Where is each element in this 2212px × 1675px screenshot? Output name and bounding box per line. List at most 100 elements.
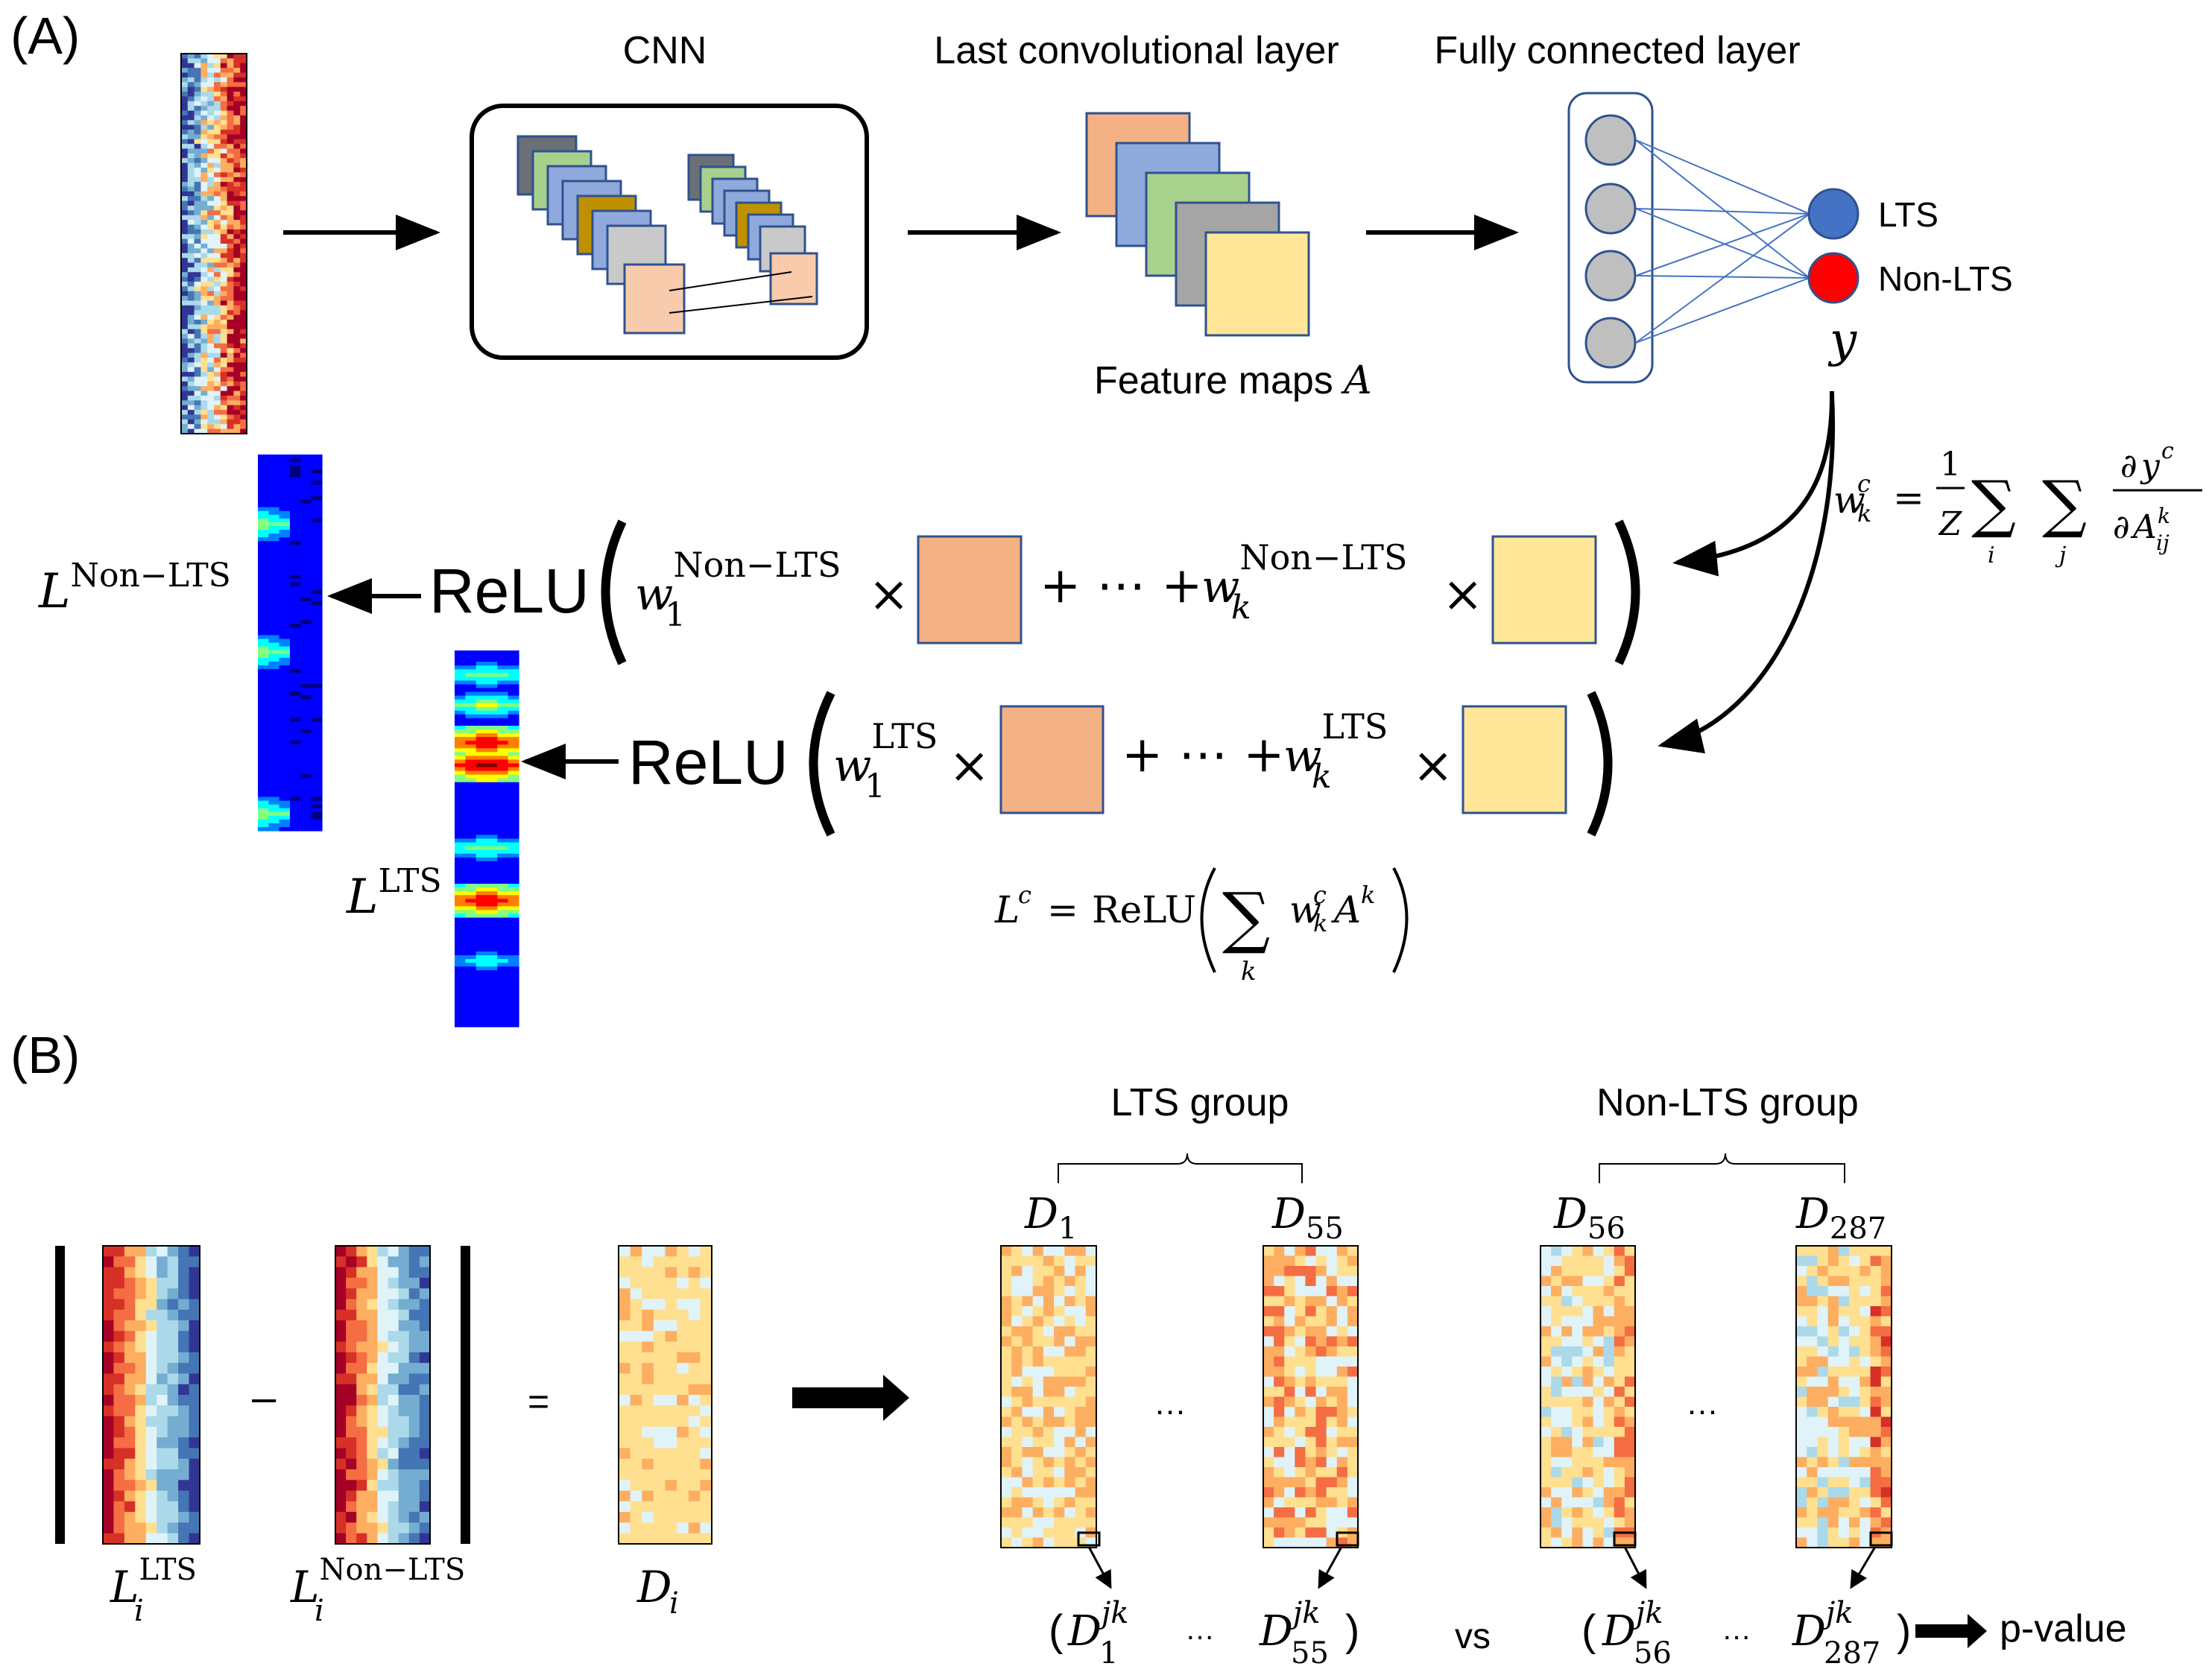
abs-bar-left bbox=[55, 1246, 65, 1544]
svg-text:∑: ∑ bbox=[1971, 467, 2016, 540]
relu-nonlts: ReLU bbox=[429, 556, 590, 626]
open-paren-nonlts-vec: ( bbox=[1581, 1606, 1596, 1655]
big-arrow bbox=[792, 1375, 909, 1421]
heatmap-d1 bbox=[1000, 1245, 1097, 1548]
svg-text:∑: ∑ bbox=[2042, 467, 2087, 540]
label-d1: D1 bbox=[1024, 1190, 1077, 1246]
cnn-layers-stack-1 bbox=[516, 135, 686, 335]
lts-weight-1: wLTS bbox=[833, 716, 938, 792]
lts-map-yellow bbox=[1462, 705, 1567, 814]
svg-text:56: 56 bbox=[1634, 1636, 1672, 1671]
svg-text:c: c bbox=[2161, 438, 2174, 464]
cnn-title: CNN bbox=[623, 29, 707, 72]
nonlts-map-yellow bbox=[1491, 535, 1597, 645]
heatmap-d287 bbox=[1795, 1245, 1892, 1548]
plus-dots-lts: + ⋯ + bbox=[1122, 726, 1285, 783]
abs-bar-right bbox=[461, 1246, 470, 1544]
close-paren-nonlts bbox=[1614, 519, 1640, 665]
label-d56: D56 bbox=[1553, 1190, 1625, 1246]
relu-lts: ReLU bbox=[628, 727, 789, 797]
heatmap-nonlts-i bbox=[335, 1245, 431, 1545]
open-paren-nonlts bbox=[601, 519, 627, 665]
close-paren-nonlts-vec: ) bbox=[1897, 1606, 1911, 1655]
svg-text:A: A bbox=[2130, 508, 2157, 546]
panel-a-label: (A) bbox=[10, 7, 80, 65]
input-heatmap bbox=[181, 54, 247, 434]
svg-text:y: y bbox=[2140, 447, 2161, 485]
times-lts-1: × bbox=[949, 737, 990, 794]
nonlts-map-orange bbox=[917, 535, 1023, 645]
svg-text:k: k bbox=[1313, 909, 1327, 937]
nonlts-node-label: Non-LTS bbox=[1878, 259, 2013, 298]
pvalue-label: p-value bbox=[2000, 1607, 2127, 1650]
svg-text:∂: ∂ bbox=[2120, 447, 2137, 485]
lts-node-label: LTS bbox=[1878, 195, 1938, 234]
ellipsis-nonlts-vec: … bbox=[1722, 1613, 1751, 1646]
svg-text:k: k bbox=[1361, 881, 1375, 909]
svg-text:1: 1 bbox=[1940, 446, 1961, 484]
svg-text:1: 1 bbox=[1099, 1636, 1118, 1671]
pvalue-arrow bbox=[1915, 1614, 1987, 1648]
lts-node bbox=[1807, 188, 1859, 240]
last-conv-title: Last convolutional layer bbox=[934, 29, 1339, 72]
svg-text:A: A bbox=[1331, 888, 1361, 931]
arrow-y-to-nonlts-row bbox=[1672, 390, 1835, 577]
equals-sign: = bbox=[528, 1381, 549, 1422]
svg-text:w: w bbox=[1833, 478, 1865, 522]
svg-text:k: k bbox=[2158, 504, 2170, 528]
ellipsis-lts-vec: … bbox=[1185, 1613, 1215, 1646]
feature-maps-label: Feature maps A bbox=[1094, 358, 1372, 403]
svg-text:k: k bbox=[1231, 589, 1251, 627]
svg-text:c: c bbox=[1313, 881, 1327, 909]
arrow-y-to-lts-row bbox=[1658, 394, 1835, 754]
nonlts-node bbox=[1807, 252, 1859, 304]
weight-formula: w c k = 1 Z ∑ i ∑ j ∂ y c ∂ A k ij bbox=[1833, 438, 2202, 569]
lts-group-brace bbox=[1058, 1153, 1303, 1183]
times-nonlts-k: × bbox=[1442, 566, 1483, 623]
svg-text:∑: ∑ bbox=[1222, 878, 1270, 957]
svg-text:ij: ij bbox=[2156, 531, 2170, 555]
svg-text:Z: Z bbox=[1938, 505, 1963, 543]
d55-jk: Djk bbox=[1259, 1596, 1321, 1656]
svg-text:k: k bbox=[1312, 758, 1332, 796]
fc-box bbox=[1567, 92, 1654, 384]
nonlts-group-label: Non-LTS group bbox=[1596, 1081, 1859, 1124]
heatmap-d56 bbox=[1540, 1245, 1636, 1548]
svg-text:i: i bbox=[669, 1586, 679, 1621]
svg-text:1: 1 bbox=[865, 767, 885, 805]
lts-heatmap bbox=[455, 650, 519, 1028]
svg-text:j: j bbox=[2055, 542, 2066, 569]
label-l-lts-i: LLTS bbox=[110, 1553, 197, 1612]
close-paren-lts bbox=[1587, 691, 1613, 837]
fc-nodes bbox=[1584, 114, 1637, 369]
svg-text:i: i bbox=[1988, 542, 1995, 569]
nonlts-map-label: LNon−LTS bbox=[38, 557, 231, 619]
svg-text:ReLU: ReLU bbox=[1092, 888, 1196, 931]
times-nonlts-1: × bbox=[868, 566, 909, 623]
svg-text:55: 55 bbox=[1291, 1636, 1329, 1671]
ellipsis-nonlts: … bbox=[1686, 1385, 1719, 1422]
label-d-i: D bbox=[636, 1562, 672, 1612]
nonlts-group-brace bbox=[1599, 1153, 1845, 1183]
svg-text:w: w bbox=[1289, 888, 1321, 931]
svg-text:c: c bbox=[1857, 469, 1871, 498]
svg-text:k: k bbox=[1857, 499, 1871, 528]
element-selectors bbox=[1077, 1531, 1893, 1589]
svg-text:i: i bbox=[134, 1594, 144, 1628]
svg-text:L: L bbox=[994, 888, 1020, 931]
close-paren-lts-vec: ) bbox=[1345, 1606, 1359, 1655]
plus-dots-nonlts: + ⋯ + bbox=[1040, 557, 1203, 614]
svg-text:c: c bbox=[1018, 881, 1031, 909]
svg-text:∂: ∂ bbox=[2113, 508, 2130, 546]
panel-b-label: (B) bbox=[10, 1026, 80, 1084]
svg-text:287: 287 bbox=[1824, 1636, 1880, 1671]
lts-weight-k: wLTS bbox=[1283, 706, 1388, 782]
output-y: y bbox=[1827, 313, 1857, 368]
svg-text:i: i bbox=[315, 1594, 324, 1628]
cnn-layers-stack-2 bbox=[687, 153, 818, 305]
svg-text:k: k bbox=[1241, 957, 1257, 987]
svg-text:=: = bbox=[1047, 888, 1078, 931]
heatmap-diff-i bbox=[618, 1245, 712, 1545]
d1-jk: Djk bbox=[1067, 1596, 1129, 1656]
lts-map-label: LLTS bbox=[346, 862, 442, 925]
